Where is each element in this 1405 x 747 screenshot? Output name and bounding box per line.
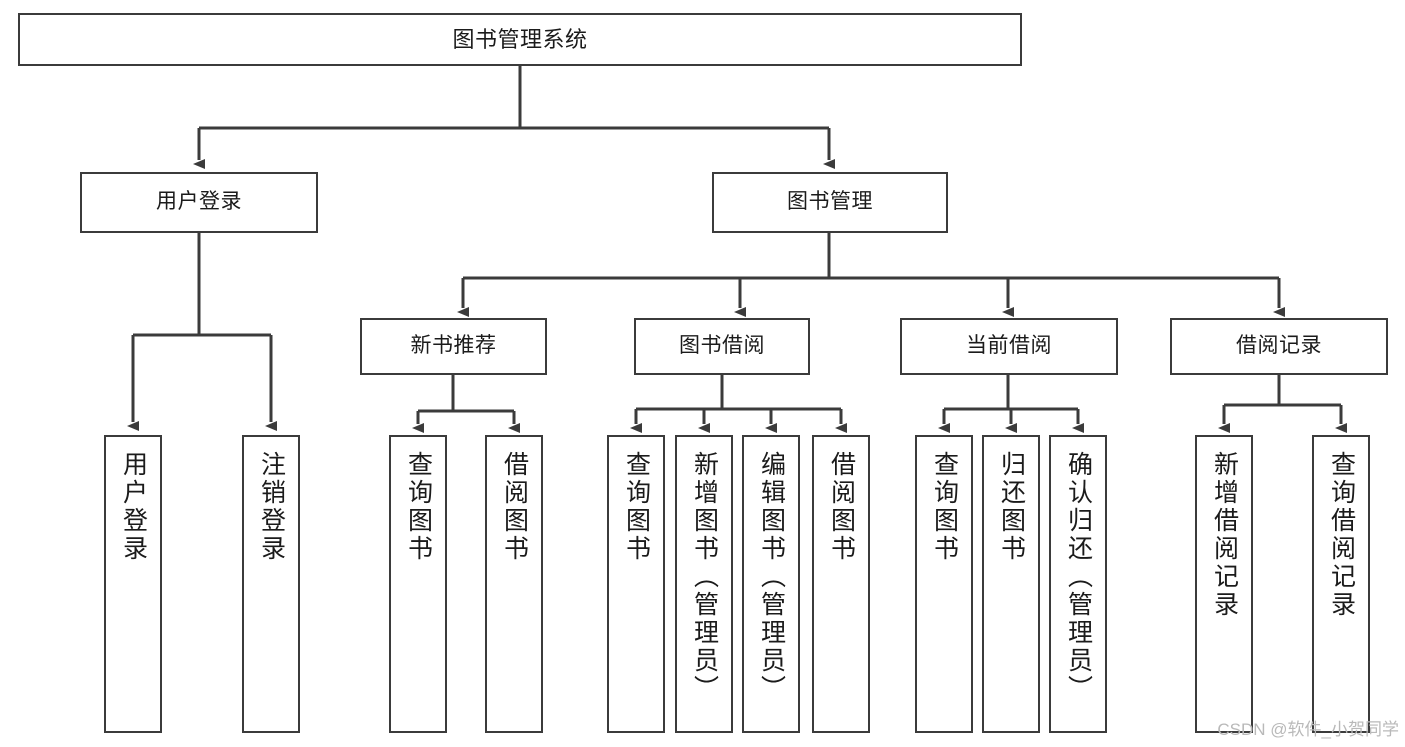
node-label: 查询借阅记录 [1327, 451, 1356, 619]
leaf-add-book-admin[interactable]: 新增图书（管理员） [675, 435, 733, 733]
node-root-system[interactable]: 图书管理系统 [18, 13, 1022, 66]
leaf-query-book-borrow[interactable]: 查询图书 [607, 435, 665, 733]
node-label: 借阅记录 [1236, 334, 1322, 358]
node-label: 新增借阅记录 [1210, 451, 1239, 619]
node-label: 图书借阅 [679, 334, 765, 358]
node-book-management[interactable]: 图书管理 [712, 172, 948, 233]
leaf-edit-book-admin[interactable]: 编辑图书（管理员） [742, 435, 800, 733]
node-label: 新增图书（管理员） [690, 451, 719, 703]
node-label: 借阅图书 [827, 451, 856, 563]
node-label: 借阅图书 [500, 451, 529, 563]
node-label: 用户登录 [156, 190, 242, 214]
leaf-logout[interactable]: 注销登录 [242, 435, 300, 733]
leaf-borrow-book-recommend[interactable]: 借阅图书 [485, 435, 543, 733]
leaf-query-borrow-record[interactable]: 查询借阅记录 [1312, 435, 1370, 733]
node-label: 新书推荐 [410, 334, 497, 358]
leaf-confirm-return-admin[interactable]: 确认归还（管理员） [1049, 435, 1107, 733]
node-label: 图书管理系统 [452, 26, 588, 52]
node-label: 归还图书 [997, 451, 1026, 563]
node-user-login[interactable]: 用户登录 [80, 172, 318, 233]
node-label: 用户登录 [119, 451, 148, 563]
node-new-book-recommend[interactable]: 新书推荐 [360, 318, 547, 375]
node-label: 查询图书 [404, 451, 433, 563]
node-label: 图书管理 [787, 190, 873, 214]
leaf-add-borrow-record[interactable]: 新增借阅记录 [1195, 435, 1253, 733]
node-current-borrow[interactable]: 当前借阅 [900, 318, 1118, 375]
leaf-query-book-recommend[interactable]: 查询图书 [389, 435, 447, 733]
leaf-user-login[interactable]: 用户登录 [104, 435, 162, 733]
node-label: 编辑图书（管理员） [757, 451, 786, 703]
node-label: 查询图书 [622, 451, 651, 563]
node-label: 注销登录 [257, 451, 286, 563]
leaf-query-book-current[interactable]: 查询图书 [915, 435, 973, 733]
node-label: 查询图书 [930, 451, 959, 563]
node-borrow-record[interactable]: 借阅记录 [1170, 318, 1388, 375]
leaf-return-book[interactable]: 归还图书 [982, 435, 1040, 733]
node-label: 确认归还（管理员） [1064, 451, 1093, 703]
node-book-borrow[interactable]: 图书借阅 [634, 318, 810, 375]
node-label: 当前借阅 [966, 334, 1052, 358]
leaf-borrow-book[interactable]: 借阅图书 [812, 435, 870, 733]
